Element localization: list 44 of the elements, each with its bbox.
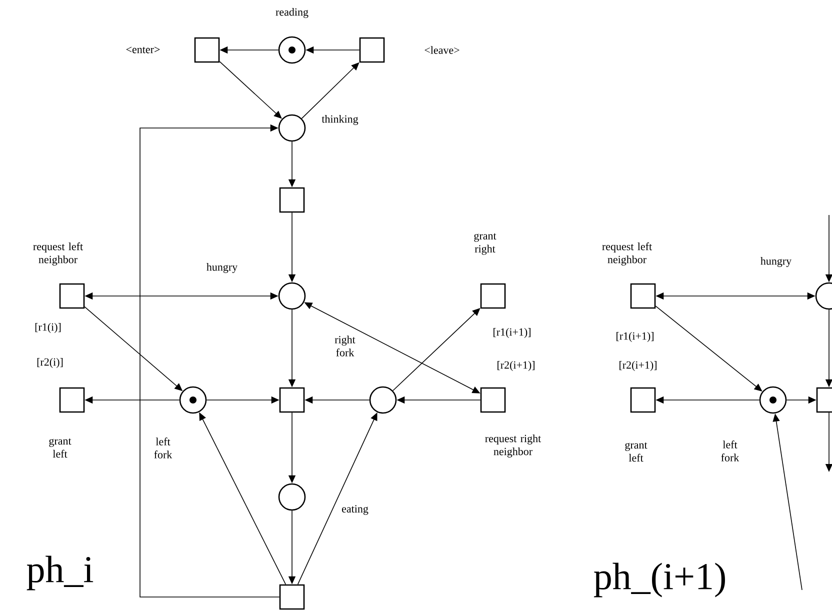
guard-label: [r1(i+1)] [616, 332, 654, 342]
place-label: eating [342, 505, 368, 515]
place-circle [759, 386, 787, 414]
transition-box [630, 387, 656, 413]
transition-box [59, 387, 85, 413]
place-circle [179, 386, 207, 414]
place-label: reading [276, 8, 308, 18]
transition-box [359, 37, 385, 63]
place-label: request left neighbor [33, 242, 83, 266]
place-circle [278, 483, 306, 511]
place-label: request right neighbor [485, 434, 542, 458]
transition-box [279, 187, 305, 213]
place-label: <leave> [424, 46, 460, 54]
place-label: left fork [721, 440, 740, 462]
place-label: grant left [49, 438, 72, 458]
transition-box [279, 387, 305, 413]
place-label: left fork [154, 438, 172, 458]
place-label: hungry [206, 263, 238, 273]
guard-label: [r2(i)] [37, 358, 63, 368]
transition-box [59, 283, 85, 309]
place-circle [278, 114, 306, 142]
guard-label: [r1(i+1)] [494, 328, 530, 338]
guard-label: [r2(i+1)] [498, 361, 534, 371]
transition-box [816, 387, 832, 413]
transition-box [630, 283, 656, 309]
arrow [140, 124, 280, 598]
net-title: ph_(i+1) [594, 562, 725, 598]
guard-label: [r2(i+1)] [620, 361, 656, 371]
place-label: hungry [760, 257, 792, 267]
place-label: <enter> [126, 46, 160, 54]
place-circle [369, 386, 397, 414]
place-label: thinking [322, 115, 358, 125]
guard-label: [r1(i)] [35, 323, 61, 333]
place-label: request left neighbor [602, 242, 652, 266]
transition-box [480, 387, 506, 413]
net-title: ph_i [26, 556, 94, 590]
place-circle [278, 36, 306, 64]
place-label: grant left [625, 442, 648, 462]
transition-box [480, 283, 506, 309]
place-circle [278, 282, 306, 310]
transition-box [194, 37, 220, 63]
place-label: right fork [334, 336, 356, 356]
transition-box [279, 584, 305, 610]
place-label: grant right [474, 233, 496, 255]
